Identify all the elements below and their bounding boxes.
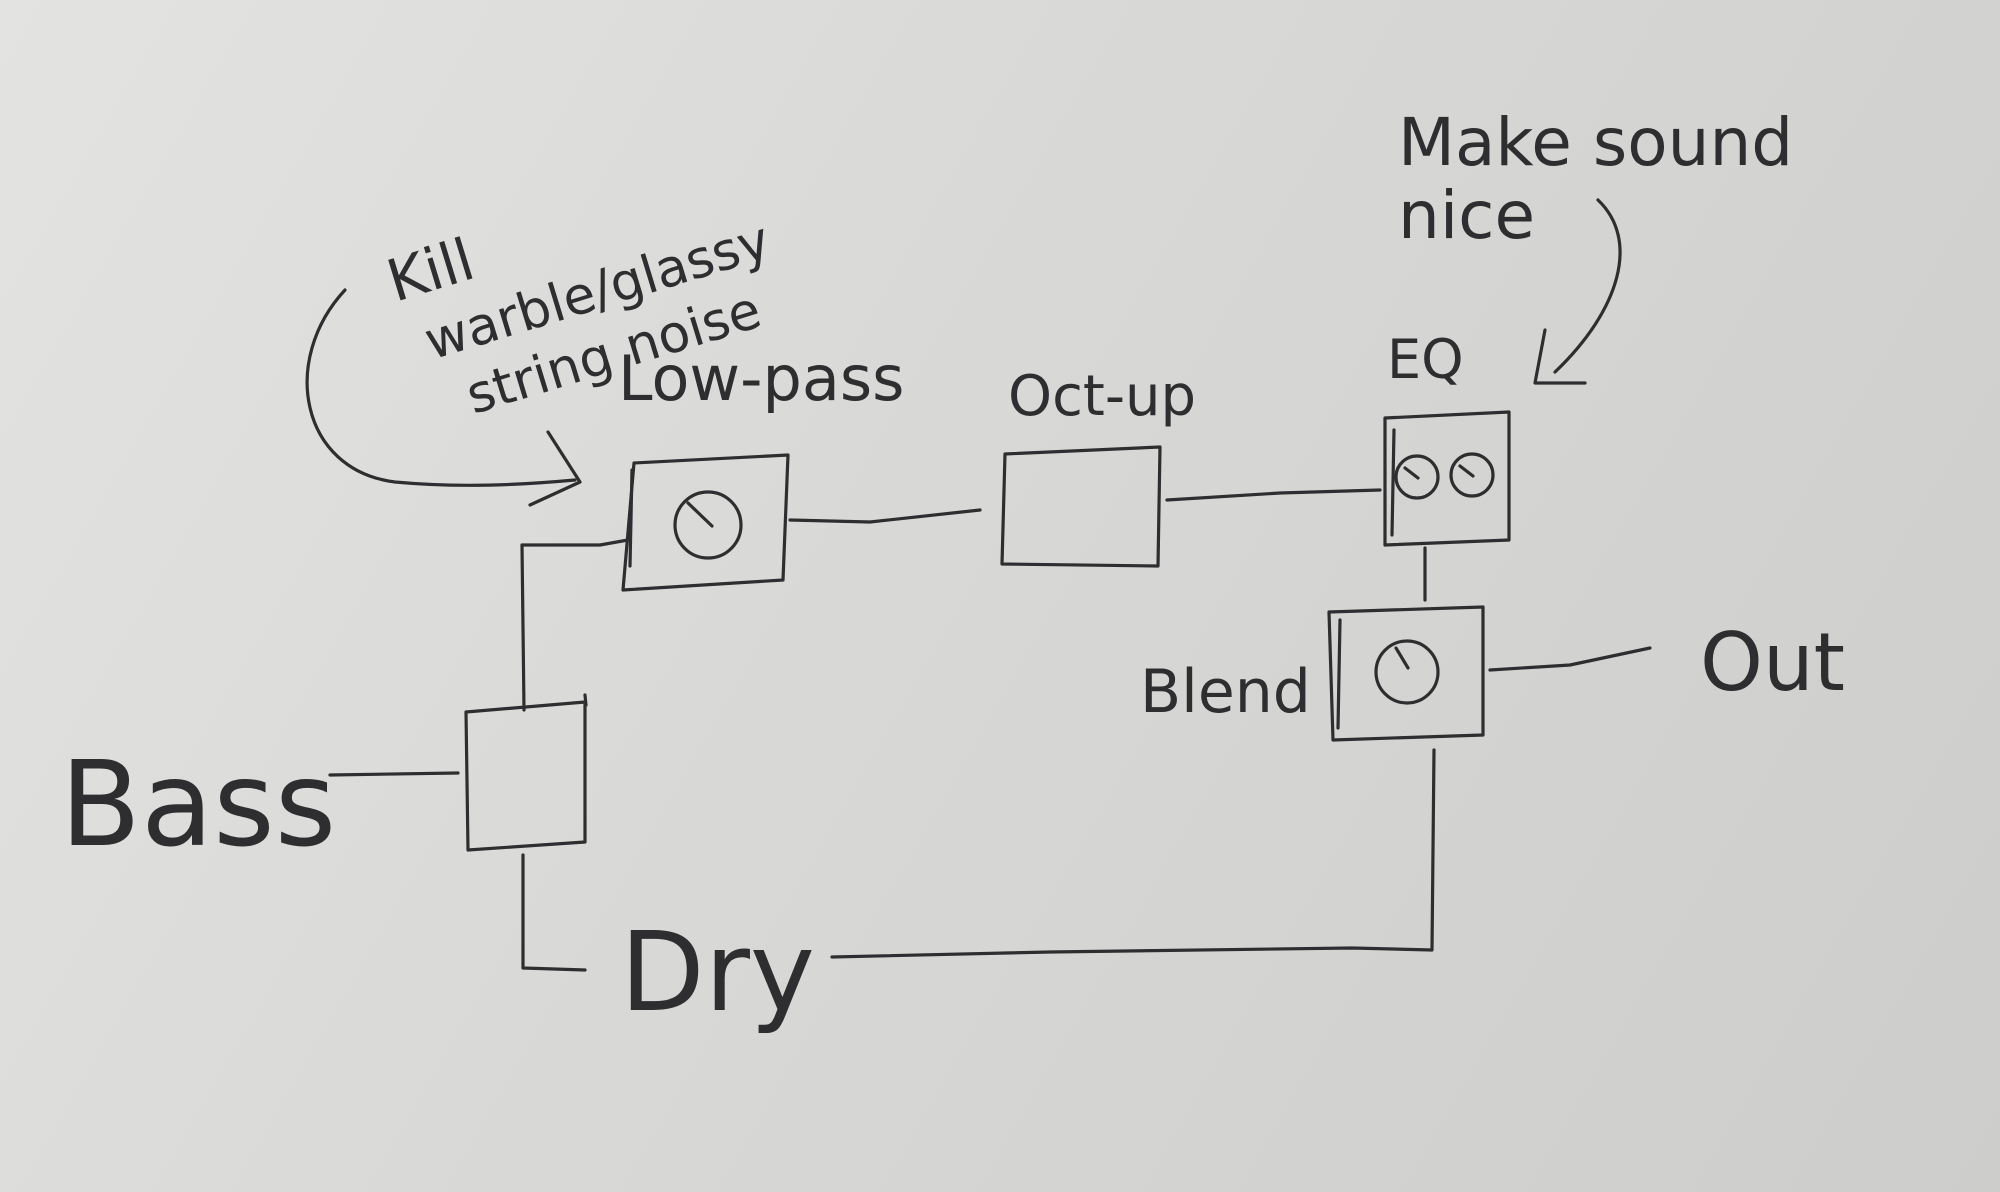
low-pass-note-arrow: [305, 288, 577, 487]
arrow-head-icon: [1533, 328, 1587, 385]
octup-to-eq-wire: [1165, 488, 1382, 502]
eq-note-line-2: nice: [1398, 177, 1535, 254]
eq-note: Make sound nice: [1398, 104, 1793, 254]
eq-note-line-1: Make sound: [1398, 104, 1793, 181]
annotation-arrows: [305, 198, 1622, 507]
eq-block: [1383, 410, 1511, 547]
oct-up-label: Oct-up: [1008, 364, 1196, 429]
low-pass-knob-icon: [673, 490, 743, 560]
arrow-head-icon: [528, 430, 582, 507]
blend-to-out-wire: [1488, 646, 1652, 672]
oct-up-block: [1000, 445, 1162, 568]
eq-knob-1-icon: [1394, 454, 1440, 500]
low-pass-label: Low-pass: [618, 342, 904, 415]
blend-label: Blend: [1140, 657, 1311, 727]
out-label: Out: [1700, 616, 1845, 709]
dry-to-blend-wire: [830, 748, 1436, 959]
wet-path-wire: [520, 538, 630, 712]
eq-label: EQ: [1387, 328, 1464, 391]
dry-drop-wire: [521, 853, 587, 972]
signal-wires: [328, 488, 1652, 972]
eq-knob-2-icon: [1449, 452, 1495, 498]
bass-input-wire: [328, 771, 460, 777]
low-pass-block: [621, 453, 790, 592]
dry-label: Dry: [620, 908, 815, 1036]
blend-knob-icon: [1374, 639, 1440, 705]
bass-label: Bass: [60, 735, 336, 873]
eq-note-arrow: [1553, 198, 1622, 374]
splitter-block: [464, 693, 588, 852]
blend-block: [1327, 605, 1485, 742]
lowpass-to-octup-wire: [788, 508, 982, 524]
